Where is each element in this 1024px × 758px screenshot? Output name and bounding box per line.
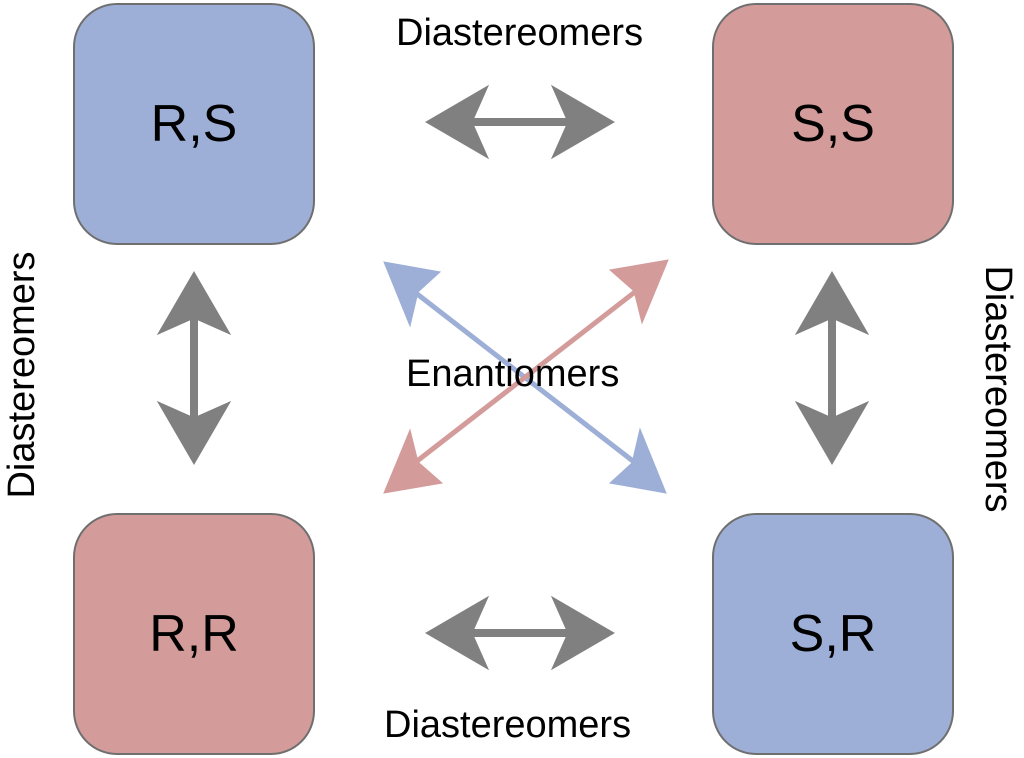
label-bottom-diastereomers: Diastereomers (384, 704, 632, 746)
bottom-double-arrow (425, 595, 615, 671)
blue-diagonal-arrow (383, 261, 667, 494)
box-ss-label: S,S (791, 95, 875, 153)
left-double-arrow (156, 271, 232, 465)
box-ss: S,S (712, 3, 954, 245)
box-rs-label: R,S (150, 95, 238, 153)
right-double-arrow (794, 271, 870, 465)
red-diagonal-arrow (383, 259, 669, 494)
box-sr: S,R (712, 513, 954, 755)
label-right-diastereomers: Diastereomers (977, 265, 1019, 513)
box-rr: R,R (73, 513, 315, 755)
top-double-arrow (425, 84, 615, 160)
label-left-diastereomers: Diastereomers (1, 251, 43, 499)
box-rs: R,S (73, 3, 315, 245)
label-enantiomers: Enantiomers (406, 353, 620, 395)
box-rr-label: R,R (149, 605, 239, 663)
label-top-diastereomers: Diastereomers (396, 12, 644, 54)
box-sr-label: S,R (789, 605, 877, 663)
